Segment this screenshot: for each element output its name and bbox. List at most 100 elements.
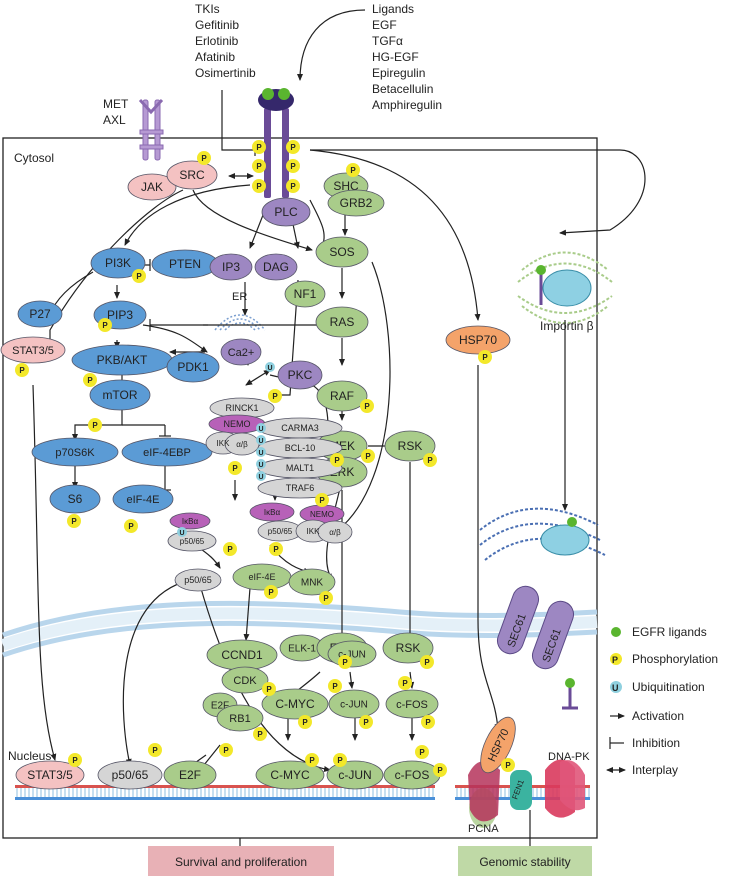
node-label: α/β bbox=[236, 440, 248, 449]
svg-text:P: P bbox=[19, 366, 25, 375]
node-label: p50/65 bbox=[180, 537, 205, 546]
phosphorylation-marker: P bbox=[421, 715, 435, 729]
genomic-outcome-box bbox=[458, 846, 592, 876]
svg-text:P: P bbox=[257, 730, 263, 739]
phosphorylation-marker: P bbox=[338, 655, 352, 669]
ikk-complex-node: IKK α/β bbox=[205, 431, 260, 456]
phosphorylation-marker: P bbox=[398, 676, 412, 690]
phosphorylation-marker: P bbox=[346, 163, 360, 177]
node-label: c-FOS bbox=[396, 699, 428, 711]
dna-repair-complex-icon bbox=[468, 759, 585, 828]
ligand-title: Ligands bbox=[372, 2, 414, 16]
phosphorylation-marker: P bbox=[228, 461, 242, 475]
svg-text:P: P bbox=[290, 182, 296, 191]
svg-text:U: U bbox=[258, 426, 263, 433]
phosphorylation-marker: P bbox=[132, 269, 146, 283]
node-label: CARMA3 bbox=[281, 423, 319, 433]
node-label: STAT3/5 bbox=[12, 345, 54, 357]
node-label: PIP3 bbox=[107, 308, 133, 322]
phosphorylation-marker: P bbox=[15, 363, 29, 377]
ligand-item: Epiregulin bbox=[372, 66, 425, 80]
genomic-outcome-label: Genomic stability bbox=[479, 855, 570, 869]
legend-label: Interplay bbox=[632, 763, 678, 777]
svg-text:P: P bbox=[256, 162, 262, 171]
cmyc-node: C-MYC bbox=[255, 760, 325, 790]
dnapk-label: DNA-PK bbox=[548, 751, 590, 763]
pcna-label: PCNA bbox=[468, 823, 499, 835]
p5065-complex-node: p50/65 bbox=[167, 530, 217, 552]
svg-text:P: P bbox=[290, 162, 296, 171]
nemo-complex-node: NEMO bbox=[208, 414, 266, 434]
svg-text:P: P bbox=[482, 353, 488, 362]
node-label: c-FOS bbox=[395, 768, 430, 782]
grb2-node: GRB2 bbox=[327, 189, 385, 217]
node-label: PDK1 bbox=[177, 360, 209, 374]
node-label: GRB2 bbox=[340, 196, 373, 210]
phosphorylation-marker: P bbox=[315, 493, 329, 507]
phosphorylation-marker: P bbox=[478, 350, 492, 364]
ligand-list: Ligands EGF TGFα HG-EGF Epiregulin Betac… bbox=[372, 2, 442, 112]
node-label: mTOR bbox=[102, 388, 137, 402]
tki-list: TKIs Gefitinib Erlotinib Afatinib Osimer… bbox=[195, 2, 256, 80]
svg-text:P: P bbox=[272, 392, 278, 401]
phosphorylation-marker: P bbox=[359, 715, 373, 729]
node-label: C-MYC bbox=[275, 697, 315, 711]
ligand-item: EGF bbox=[372, 18, 397, 32]
node-label: eIF-4EBP bbox=[143, 447, 191, 459]
svg-text:P: P bbox=[268, 588, 274, 597]
er-label: ER bbox=[232, 291, 247, 303]
node-label: IP3 bbox=[222, 260, 240, 274]
pten-node: PTEN bbox=[151, 249, 219, 279]
ubiquitination-marker: U bbox=[256, 471, 266, 481]
ubiquitination-marker: U bbox=[256, 459, 266, 469]
phosphorylation-marker: P bbox=[361, 449, 375, 463]
rsk-node: RSK bbox=[384, 430, 436, 462]
svg-text:P: P bbox=[350, 166, 356, 175]
bcl10-complex-node: BCL-10 bbox=[257, 437, 343, 459]
ubiquitination-marker: U bbox=[256, 423, 266, 433]
mnk-node: MNK bbox=[288, 568, 336, 596]
node-label: RAF bbox=[330, 389, 354, 403]
phosphorylation-marker: P bbox=[298, 715, 312, 729]
axl-label: AXL bbox=[103, 113, 126, 127]
p27-node: P27 bbox=[17, 300, 63, 328]
eif4e-node: eIF-4E bbox=[112, 484, 174, 514]
ubiquitination-marker: U bbox=[265, 362, 275, 372]
phosphorylation-marker: P bbox=[328, 679, 342, 693]
p70s6k-node: p70S6K bbox=[31, 437, 119, 467]
phosphorylation-marker: P bbox=[415, 745, 429, 759]
phosphorylation-marker: P bbox=[252, 159, 266, 173]
svg-text:P: P bbox=[128, 522, 134, 531]
node-label: IKK bbox=[217, 439, 231, 448]
hsp70-node: HSP70 bbox=[445, 325, 511, 355]
phosphorylation-marker: P bbox=[98, 318, 112, 332]
importin-label: Importin β bbox=[540, 319, 594, 333]
egfr-receptor-icon bbox=[258, 88, 294, 198]
node-label: DAG bbox=[263, 260, 289, 274]
cjun-complex-node: c-JUN bbox=[327, 640, 377, 668]
sos-node: SOS bbox=[315, 236, 369, 268]
phosphorylation-marker: P bbox=[319, 591, 333, 605]
ccnd1-node: CCND1 bbox=[206, 639, 278, 671]
legend-label: Phosphorylation bbox=[632, 652, 718, 666]
svg-text:P: P bbox=[102, 321, 108, 330]
node-label: RB1 bbox=[229, 713, 250, 725]
cdk-node: CDK bbox=[221, 666, 269, 694]
svg-text:P: P bbox=[437, 766, 443, 775]
svg-text:P: P bbox=[365, 452, 371, 461]
phosphorylation-marker: P bbox=[223, 542, 237, 556]
node-label: PKC bbox=[288, 368, 313, 382]
svg-text:P: P bbox=[364, 402, 370, 411]
rb1-node: RB1 bbox=[216, 704, 264, 732]
node-label: CDK bbox=[233, 675, 257, 687]
src-node: SRC bbox=[166, 160, 218, 190]
phosphorylation-marker: P bbox=[253, 727, 267, 741]
node-label: C-MYC bbox=[270, 768, 310, 782]
node-label: p70S6K bbox=[55, 447, 95, 459]
node-label: IKK bbox=[307, 527, 321, 536]
phosphorylation-marker: P bbox=[148, 743, 162, 757]
nemo-complex-node: NEMO bbox=[299, 504, 345, 524]
node-label: PTEN bbox=[169, 257, 201, 271]
